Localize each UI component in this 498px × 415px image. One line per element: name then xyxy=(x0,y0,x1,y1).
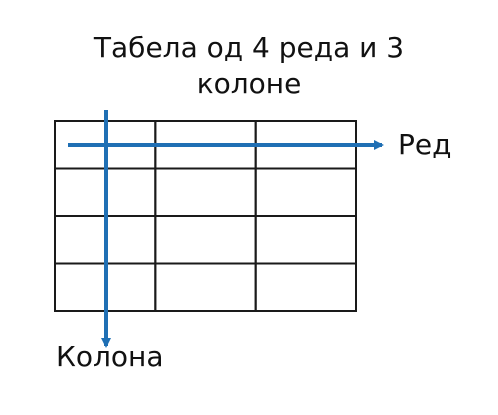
table-grid xyxy=(54,120,358,312)
table-cell xyxy=(154,215,257,265)
diagram-title: Табела од 4 реда и 3 колоне xyxy=(0,30,498,102)
table-cell xyxy=(254,215,358,265)
table-cell xyxy=(154,167,257,217)
diagram-title-line-2: колоне xyxy=(196,67,302,100)
row-label: Ред xyxy=(398,128,452,161)
diagram-title-line-1: Табела од 4 реда и 3 xyxy=(93,31,405,64)
table-cell xyxy=(154,262,257,312)
column-label: Колона xyxy=(56,340,164,373)
table-cell xyxy=(254,167,358,217)
table-cell xyxy=(254,262,358,312)
